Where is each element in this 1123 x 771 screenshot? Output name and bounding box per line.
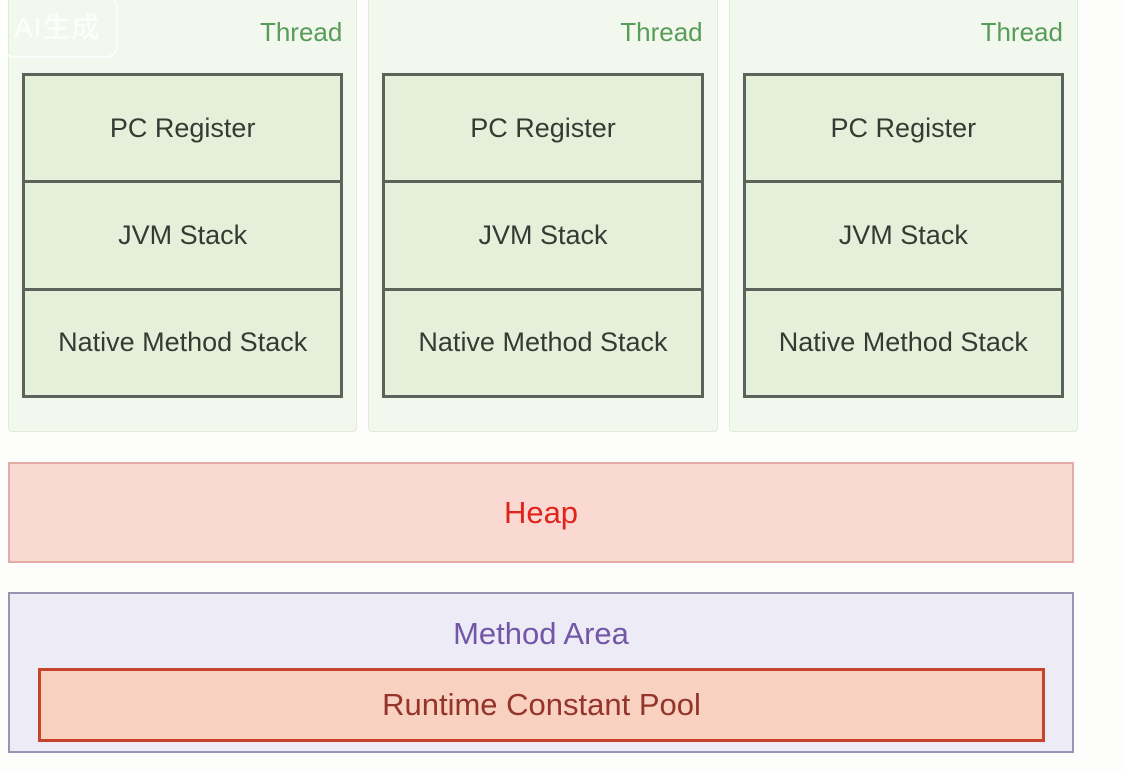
ai-generated-watermark: AI生成: [2, 0, 119, 58]
native-method-stack-cell: Native Method Stack: [58, 327, 308, 358]
heap-box: Heap: [8, 462, 1074, 563]
thread-stack: PC Register JVM Stack Native Method Stac…: [22, 73, 344, 398]
jvm-stack-cell: JVM Stack: [25, 183, 341, 291]
jvm-stack-cell: JVM Stack: [385, 183, 701, 291]
pc-register-cell: PC Register: [385, 76, 701, 184]
runtime-constant-pool-box: Runtime Constant Pool: [38, 668, 1045, 742]
threads-row: Thread PC Register JVM Stack Native Meth…: [8, 0, 1078, 432]
native-method-stack-cell: Native Method Stack: [778, 327, 1028, 358]
method-area-label: Method Area: [453, 616, 629, 651]
jvm-stack-cell: JVM Stack: [745, 183, 1061, 291]
thread-label: Thread: [259, 17, 343, 47]
thread-panel-2: Thread PC Register JVM Stack Native Meth…: [368, 0, 718, 432]
pc-register-cell: PC Register: [25, 76, 341, 184]
thread-panel-3: Thread PC Register JVM Stack Native Meth…: [728, 0, 1078, 432]
thread-stack: PC Register JVM Stack Native Method Stac…: [382, 73, 704, 398]
thread-stack: PC Register JVM Stack Native Method Stac…: [742, 73, 1064, 398]
native-method-stack-cell: Native Method Stack: [418, 327, 668, 358]
pc-register-cell: PC Register: [745, 76, 1061, 184]
method-area-box: Method Area Runtime Constant Pool: [8, 592, 1074, 753]
thread-label: Thread: [980, 17, 1063, 47]
thread-panel-1: Thread PC Register JVM Stack Native Meth…: [8, 0, 358, 432]
thread-label: Thread: [620, 17, 703, 47]
